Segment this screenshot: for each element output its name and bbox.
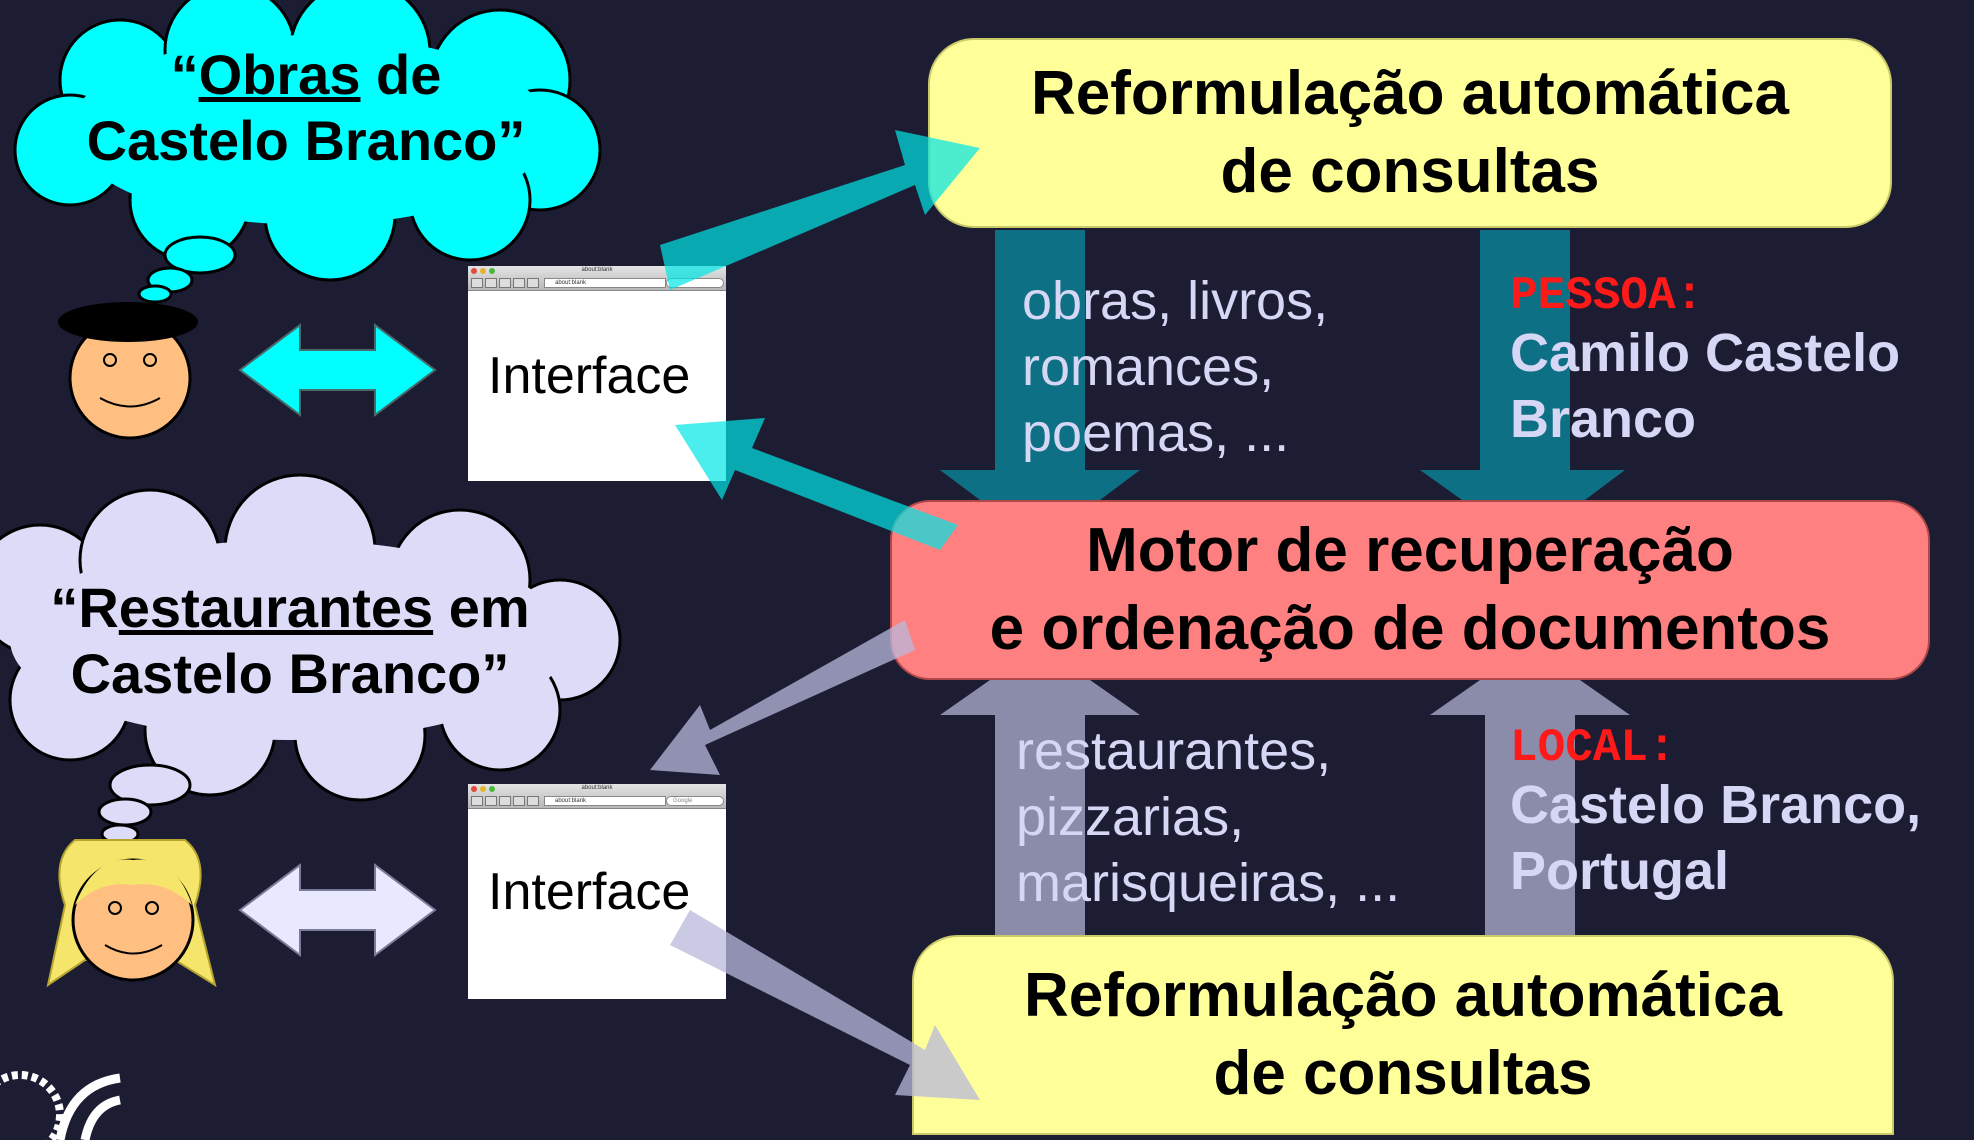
down-arrow-terms-top: [940, 230, 1140, 545]
interface-window-1[interactable]: about:blank about:blank Interface: [468, 266, 726, 481]
address-field[interactable]: about:blank: [544, 278, 666, 288]
entity-location-value2: Portugal: [1510, 841, 1730, 901]
expansion-terms-top: obras, livros, romances, poemas, ...: [1022, 271, 1329, 463]
query-text-restaurantes: “Restaurantes em Castelo Branco”: [50, 576, 530, 705]
interface-label-2: Interface: [488, 863, 691, 921]
thought-cloud-restaurantes: [0, 473, 622, 845]
up-arrow-entity-bottom: [1430, 645, 1630, 935]
interface-window-2[interactable]: about:blank about:blank Google Interface: [468, 784, 726, 999]
thought-cloud-obras: [13, 0, 602, 304]
search-field[interactable]: [666, 278, 724, 288]
reformulation-top-line2: de consultas: [1220, 137, 1600, 206]
entity-person-label: PESSOA:: [1510, 270, 1704, 322]
entity-person: PESSOA: Camilo Castelo Branco: [1510, 272, 1900, 452]
browser-toolbar: about:blank about:blank: [468, 266, 726, 291]
bidirectional-arrow-1: [238, 323, 437, 417]
reformulation-bottom-line2: de consultas: [1213, 1039, 1593, 1108]
query-reformulation-box-top: Reformulação automática de consultas: [928, 38, 1892, 228]
entity-person-value1: Camilo Castelo: [1510, 323, 1901, 383]
browser-toolbar: about:blank about:blank Google: [468, 784, 726, 809]
engine-line1: Motor de recuperação: [1086, 516, 1734, 585]
query-reformulation-box-bottom: Reformulação automática de consultas: [912, 935, 1894, 1135]
query-text-obras: “Obras de Castelo Branco”: [86, 43, 526, 172]
engine-line2: e ordenação de documentos: [989, 594, 1831, 663]
reformulation-bottom-line1: Reformulação automática: [1024, 961, 1782, 1030]
entity-person-value2: Branco: [1510, 389, 1697, 449]
institution-logo: [0, 1071, 122, 1140]
entity-location: LOCAL: Castelo Branco, Portugal: [1510, 724, 1921, 904]
bidirectional-arrow-2: [238, 863, 437, 957]
search-field[interactable]: Google: [666, 796, 724, 806]
entity-location-value1: Castelo Branco,: [1510, 775, 1922, 835]
reformulation-top-line1: Reformulação automática: [1031, 59, 1789, 128]
address-field[interactable]: about:blank: [544, 796, 666, 806]
entity-location-label: LOCAL:: [1510, 722, 1676, 774]
browser-title: about:blank: [581, 267, 613, 273]
browser-title: about:blank: [581, 785, 613, 791]
down-arrow-entity-top: [1420, 230, 1625, 545]
user-man-avatar: [58, 302, 198, 440]
expansion-terms-bottom: restaurantes, pizzarias, marisqueiras, .…: [1016, 721, 1401, 913]
user-woman-avatar: [46, 839, 217, 988]
retrieval-engine-box: Motor de recuperação e ordenação de docu…: [890, 500, 1930, 680]
up-arrow-terms-bottom: [940, 645, 1140, 935]
interface-label-1: Interface: [488, 347, 691, 405]
